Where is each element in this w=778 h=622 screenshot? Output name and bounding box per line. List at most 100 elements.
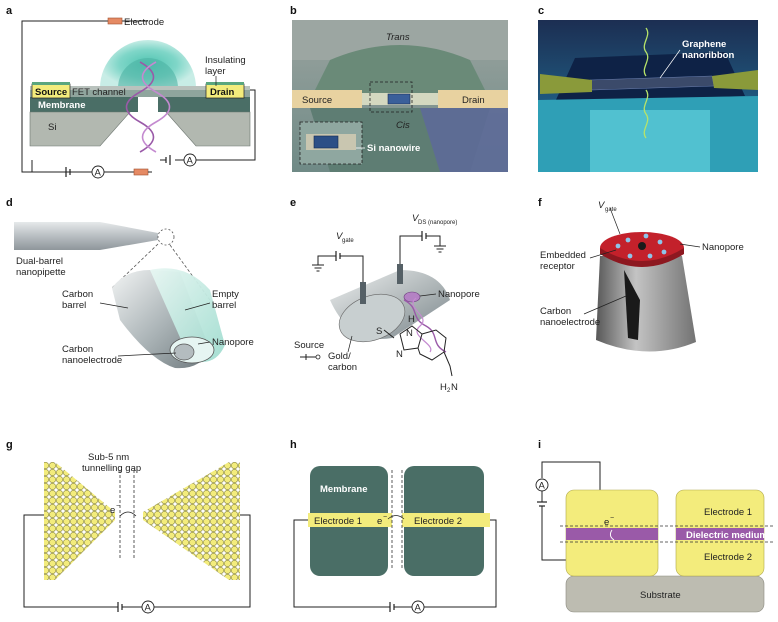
nanopore-e [403,291,421,303]
dielectric-layer [566,528,658,540]
embedded-label-2: receptor [540,261,575,272]
drain-label-b: Drain [462,95,485,106]
ribbon-label-1: Graphene [682,39,726,50]
vgate-sub-f: gate [605,207,617,213]
cis-label: Cis [396,120,410,131]
carbon-cone [596,256,696,352]
nh2-h: H [440,382,447,393]
ribbon-label-2: nanoribbon [682,50,734,61]
carbon-barrel-label-1: Carbon [62,289,93,300]
source-label-b: Source [302,95,332,106]
electron-sup-g: − [116,503,120,510]
carbon-label-1: Carbon [540,306,571,317]
panel-e: e V gate V DS (nanopore) Nanopore Source [290,197,480,394]
insulating-label-1: Insulating [205,55,246,66]
fet-channel-label: FET channel [72,87,126,98]
electrode-atoms-right [143,462,240,580]
electron-label-g: e [110,505,115,516]
atom-n1: N [406,328,413,339]
electron-label-h: e [377,516,382,527]
panel-g: g A Sub-5 nm tunnelling gap e − [6,439,251,614]
ammeter-icon-a2 [183,153,197,167]
panel-label-f: f [538,197,542,209]
panel-c: c Graphene nanoribbon [538,5,758,172]
insulating-label-2: layer [205,66,226,77]
electrode-strip-2 [402,513,490,527]
nanopore-label-d: Nanopore [212,337,254,348]
panel-label-g: g [6,439,13,451]
electrode1-label-h: Electrode 1 [314,516,362,527]
nh2-n: N [451,382,458,393]
ammeter-label-g: A [145,603,152,614]
trans-label: Trans [386,32,410,43]
membrane-a [30,97,138,112]
carbon-label-2: nanoelectrode [540,317,600,328]
drain-pad-b [438,90,508,108]
dna-helix-a [125,61,171,153]
panel-i: i A Substrate Electrode 1 Dielectric med… [535,439,774,613]
drain-label-a: Drain [210,87,234,98]
vgate-label-f: V [598,200,606,211]
electrode1-label-i: Electrode 1 [704,507,752,518]
vds-label: V [412,213,420,224]
carbon-nano-label-2: nanoelectrode [62,355,122,366]
nanopore-label-e: Nanopore [438,289,480,300]
panel-a: a Electrode Source FET channel Drain Mem… [6,5,256,179]
ammeter-label-a1: A [95,168,102,179]
atom-h: H [408,314,415,325]
electrode-a-bottom [133,168,149,176]
ammeter-label-i: A [539,481,546,492]
source-pad-b [292,90,362,108]
electrode-a-top [107,17,123,25]
atom-n2: N [396,349,403,360]
empty-barrel-label-2: barrel [212,300,236,311]
carbon-nano-label-1: Carbon [62,344,93,355]
pipette-label-2: nanopipette [16,267,66,278]
panel-h: h A Membrane Electrode 1 e − Electrode 2 [290,439,497,614]
vds-sub: DS (nanopore) [418,220,457,226]
panel-d: d Dual-barrel nanopipette Carbon barrel … [6,197,254,369]
panel-label-h: h [290,439,297,451]
nanopore-label-f: Nanopore [702,242,744,253]
panel-label-e: e [290,197,296,209]
substrate [565,575,765,613]
ammeter-label-a2: A [187,156,194,167]
vgate-label-e: V [336,231,344,242]
gold-label-2: carbon [328,362,357,373]
source-label-e: Source [294,340,324,351]
ammeter-label-h: A [415,603,422,614]
electrode-label: Electrode [124,17,164,28]
carbon-barrel-label-2: barrel [62,300,86,311]
gold-label-1: Gold/ [328,351,351,362]
gap-label-2: tunnelling gap [82,463,141,474]
panel-label-i: i [538,439,541,451]
dielectric-label: Dielectric medium [686,530,768,541]
panel-label-a: a [6,5,13,17]
circuit-wire-a-right [195,89,256,161]
panel-label-b: b [290,5,297,17]
source-label-a: Source [35,87,67,98]
empty-barrel [150,268,225,363]
panel-f: f V gate Embedded receptor Nanopore Carb… [538,197,744,352]
si-substrate-right [165,111,251,147]
si-label: Si [48,122,56,133]
electron-label-i: e [604,517,609,528]
electrode-strip-1 [308,513,392,527]
electrode2-label-i: Electrode 2 [704,552,752,563]
nh2-sub: 2 [447,388,451,394]
panel-label-c: c [538,5,544,17]
electron-sup-h: − [383,514,387,521]
electrode-atoms-left [44,462,115,580]
membrane-label-a: Membrane [38,100,86,111]
embedded-label-1: Embedded [540,250,586,261]
panel-label-d: d [6,197,13,209]
nanopipette [14,222,158,250]
benzimidazole-molecule [383,325,453,377]
electrode2-label-h: Electrode 2 [414,516,462,527]
panel-b: b Trans Source Drain Cis Si nanowire [290,5,508,172]
si-substrate-left [29,111,131,147]
atom-s: S [376,326,382,337]
vgate-sub-e: gate [342,238,354,244]
chamber-b [310,45,490,100]
